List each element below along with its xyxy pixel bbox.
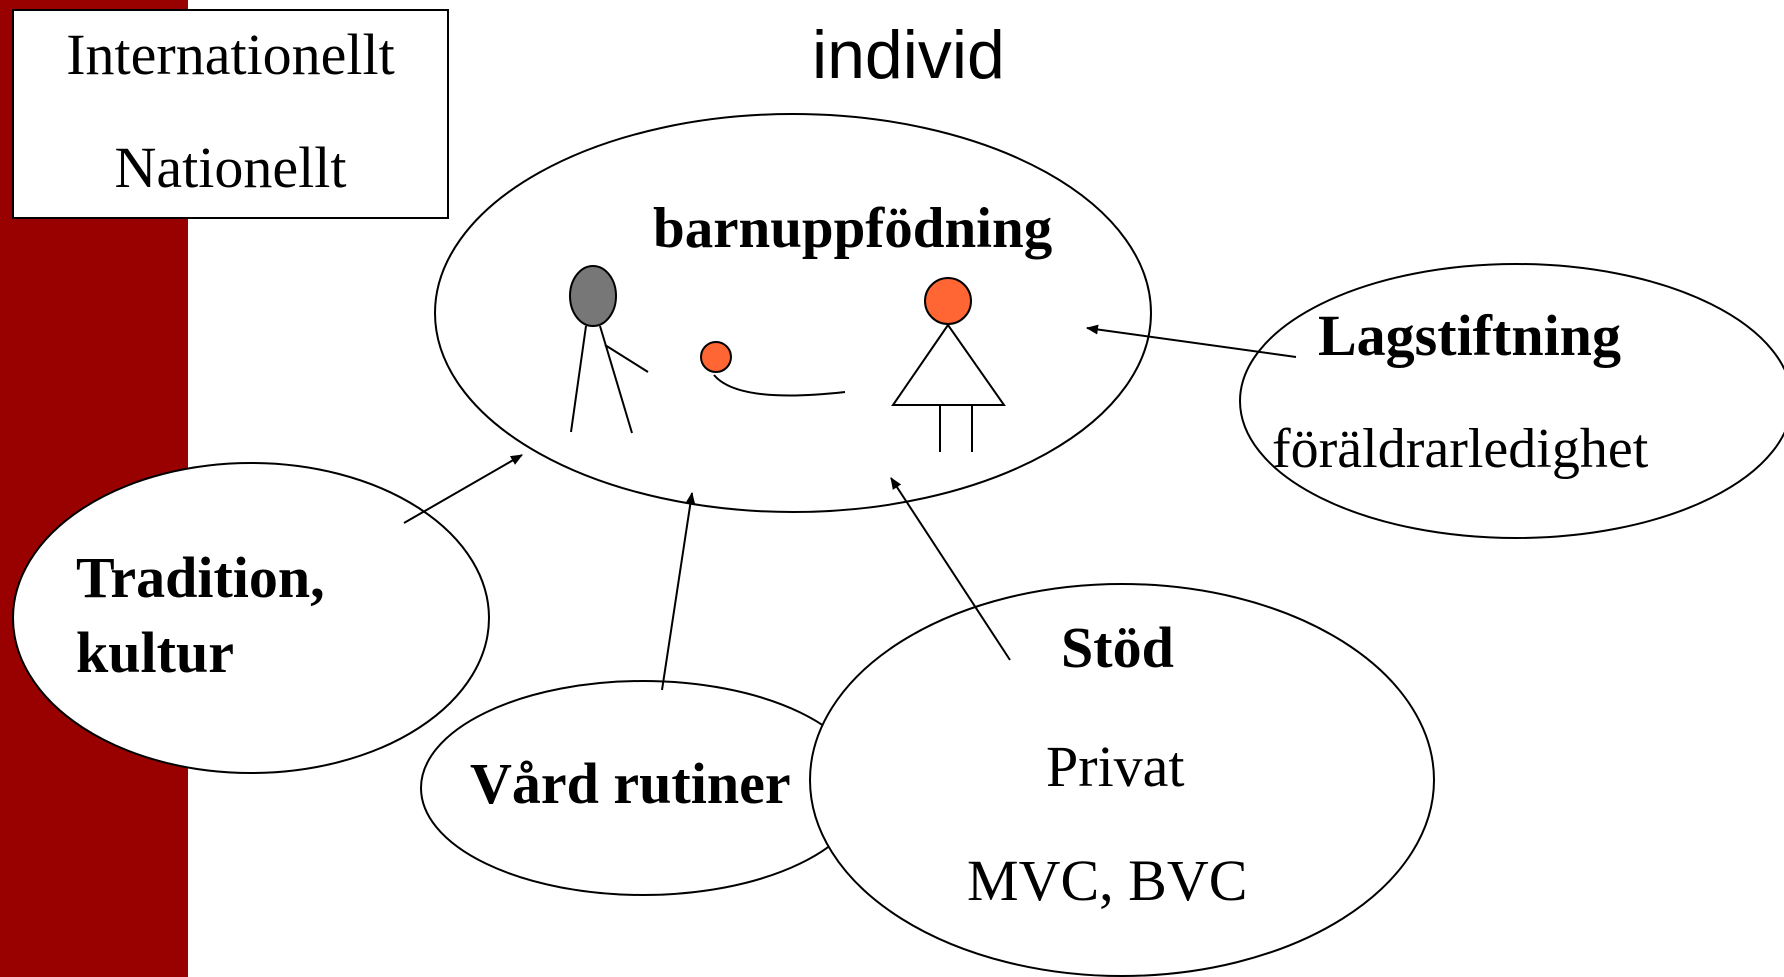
baby-icon [700,341,846,397]
support-ellipse [809,583,1435,977]
tradition-ellipse [12,462,490,774]
center-ellipse [434,113,1152,513]
father-figure-icon [569,265,649,434]
level-national: Nationellt [114,135,347,200]
arrow-support [890,477,1011,661]
tradition-label: Tradition, kultur [76,540,325,690]
center-label: barnuppfödning [653,197,1053,260]
level-international: Internationellt [66,22,395,87]
support-title: Stöd [1061,615,1174,680]
support-mvc-bvc: MVC, BVC [967,848,1248,913]
legislation-title: Lagstiftning [1318,303,1621,368]
tradition-line1: Tradition, [76,545,325,610]
care-label: Vård rutiner [470,751,791,816]
page-title: individ [812,17,1005,93]
legislation-subtitle: föräldrarledighet [1272,418,1649,480]
mother-figure-icon [891,277,1006,452]
tradition-line2: kultur [76,620,234,685]
levels-box: Internationellt Nationellt [12,9,449,219]
arrow-care [661,492,696,691]
legislation-ellipse [1239,263,1784,539]
arrow-legislation [1086,324,1297,358]
support-private: Privat [1046,734,1185,799]
arrow-tradition [403,454,523,524]
